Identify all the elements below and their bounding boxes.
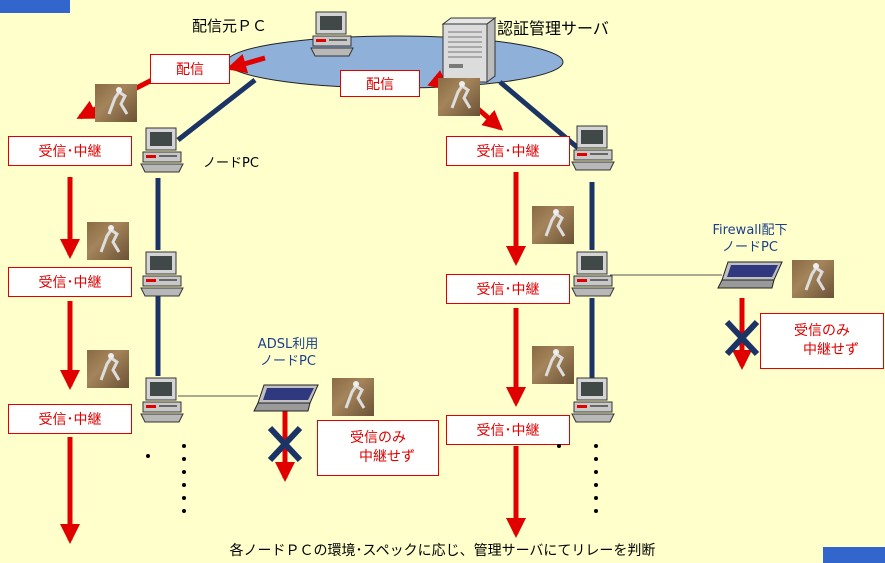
auth-server-icon: [441, 17, 497, 83]
node-pc-icon: [140, 377, 184, 423]
video-thumbnail: [532, 346, 574, 384]
video-thumbnail: [87, 222, 129, 260]
receive-only-line1: 受信のみ: [794, 323, 850, 339]
relay-box: 受信･中継: [446, 274, 570, 304]
video-thumbnail: [332, 378, 374, 416]
node-pc-label: ノードPC: [203, 156, 259, 171]
continuation-dots: [181, 444, 187, 522]
delivery-arrows: [60, 53, 752, 544]
receive-only-line2: 中継せず: [803, 342, 859, 358]
receive-only-line2: 中継せず: [359, 449, 415, 465]
continuation-dots: [593, 444, 599, 522]
source-pc-label: 配信元ＰＣ: [192, 17, 268, 35]
node-pc-icon: [571, 377, 615, 423]
blocked-cross-adsl: [267, 425, 303, 463]
corner-accent-top: [0, 0, 70, 13]
deliver-box: 配信: [340, 70, 420, 97]
video-thumbnail: [87, 350, 129, 388]
receive-only-box: 受信のみ 中継せず: [760, 313, 884, 369]
relay-box: 受信･中継: [8, 267, 132, 297]
receive-only-line1: 受信のみ: [350, 430, 406, 446]
adsl-label-line2: ノードPC: [260, 354, 316, 369]
receive-only-box: 受信のみ 中継せず: [317, 420, 439, 476]
adsl-laptop-icon: [253, 384, 319, 412]
source-pc-icon: [310, 11, 354, 57]
video-thumbnail: [95, 84, 137, 122]
firewall-label-line2: ノードPC: [722, 240, 778, 255]
diagram-caption: 各ノードＰＣの環境･スペックに応じ、管理サーバにてリレーを判断: [229, 543, 656, 559]
adsl-node-label: ADSL利用 ノードPC: [238, 336, 338, 370]
corner-accent-bottom: [823, 547, 885, 563]
firewall-label-line1: Firewall配下: [712, 223, 788, 238]
node-pc-icon: [140, 127, 184, 173]
network-links: [155, 78, 595, 378]
video-thumbnail: [792, 260, 834, 298]
firewall-laptop-icon: [717, 261, 783, 289]
deliver-box: 配信: [150, 54, 230, 84]
video-thumbnail: [438, 78, 480, 116]
firewall-node-label: Firewall配下 ノードPC: [690, 222, 810, 256]
node-pc-icon: [571, 125, 615, 171]
blocked-cross-firewall: [724, 319, 760, 357]
relay-box: 受信･中継: [446, 415, 570, 445]
adsl-label-line1: ADSL利用: [257, 337, 319, 352]
node-pc-icon: [140, 251, 184, 297]
video-thumbnail: [532, 206, 574, 244]
continuation-dots: [145, 454, 151, 467]
relay-box: 受信･中継: [446, 136, 570, 166]
continuation-dots: [556, 444, 562, 457]
relay-box: 受信･中継: [8, 404, 132, 434]
auth-server-label: 認証管理サーバ: [497, 19, 609, 38]
relay-box: 受信･中継: [8, 136, 132, 166]
node-pc-icon: [571, 251, 615, 297]
